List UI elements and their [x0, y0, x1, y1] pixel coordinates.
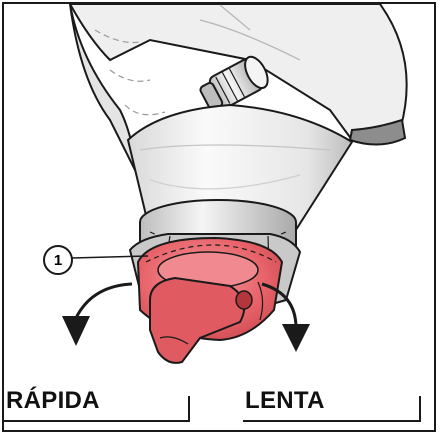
knob-hole	[236, 291, 252, 309]
label-slow: LENTA	[245, 389, 325, 413]
rotate-left-arrow-icon	[62, 284, 132, 346]
label-fast: RÁPIDA	[6, 389, 100, 413]
knob-wing	[150, 278, 244, 363]
speed-adjustment-knob	[138, 238, 282, 363]
callout-number: 1	[54, 252, 62, 269]
